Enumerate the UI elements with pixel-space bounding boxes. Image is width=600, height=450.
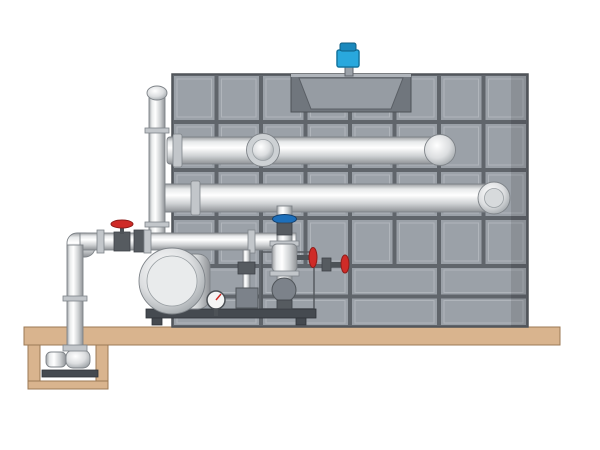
pipe-flange bbox=[172, 133, 183, 168]
sensor-cap bbox=[339, 42, 357, 52]
valve-stem bbox=[120, 225, 124, 234]
sump-pump-motor bbox=[45, 351, 67, 368]
pipe-flange-hub bbox=[252, 139, 274, 161]
pressure-reducing-valve bbox=[235, 249, 259, 309]
skid-foot-left bbox=[151, 317, 163, 326]
header-flange-3 bbox=[247, 229, 256, 254]
sump-pump-casing bbox=[65, 349, 91, 369]
level-sensor bbox=[336, 42, 360, 77]
gauge-stem bbox=[214, 309, 218, 316]
pressure-gauge bbox=[206, 290, 226, 316]
foundation-slab bbox=[23, 326, 561, 346]
header-isolation-valve bbox=[110, 219, 134, 252]
header-segment bbox=[79, 232, 297, 251]
tank-drain-valve bbox=[321, 254, 350, 274]
riser-segment bbox=[148, 92, 166, 239]
separator-vessel bbox=[138, 247, 211, 315]
foundation bbox=[23, 326, 561, 390]
sensor-body bbox=[336, 49, 360, 68]
drop-pipe-flange bbox=[62, 295, 88, 302]
suction-header bbox=[62, 219, 297, 352]
check-valve bbox=[133, 229, 146, 253]
gauge-needle bbox=[215, 293, 222, 301]
pump-volute bbox=[271, 277, 297, 303]
riser-top-cap bbox=[146, 85, 168, 101]
pipe-end-cap bbox=[424, 134, 456, 166]
pipe-end-cap-hub bbox=[484, 188, 504, 208]
tank-riser-pipe bbox=[144, 85, 170, 239]
upper-distribution-pipe bbox=[166, 133, 456, 168]
lower-distribution-pipe bbox=[149, 180, 511, 216]
discharge-riser bbox=[269, 205, 318, 310]
butterfly-valve-body bbox=[276, 222, 293, 236]
tank-side-shading bbox=[511, 74, 528, 327]
skid-base-frame bbox=[145, 308, 317, 319]
drain-stem bbox=[330, 262, 343, 267]
vessel-end-dish bbox=[146, 255, 198, 307]
basin-tray bbox=[298, 77, 404, 110]
skid-foot-right bbox=[295, 317, 307, 326]
blue-handwheel bbox=[272, 214, 297, 224]
prv-body bbox=[237, 261, 256, 275]
riser-flange-lower bbox=[144, 221, 170, 228]
roof-distribution-basin bbox=[290, 73, 412, 113]
pump-skid bbox=[138, 205, 350, 326]
booster-pump bbox=[235, 287, 259, 309]
red-handwheel bbox=[340, 254, 350, 274]
sump-pump bbox=[41, 349, 99, 378]
pit-floor bbox=[27, 380, 109, 390]
strainer-body bbox=[271, 243, 298, 273]
pipe-segment bbox=[166, 136, 441, 165]
sump-pit bbox=[27, 344, 109, 390]
pipe-flange bbox=[190, 180, 201, 216]
drop-pipe-foot-flange bbox=[62, 344, 88, 352]
red-handwheel bbox=[110, 219, 134, 229]
header-flange-1 bbox=[96, 229, 105, 254]
side-isolation-valve bbox=[297, 247, 318, 268]
riser-flange-upper bbox=[144, 127, 170, 134]
pump-outlet bbox=[276, 299, 293, 310]
valve-body bbox=[113, 231, 131, 252]
strainer-flange-bottom bbox=[269, 270, 300, 277]
sump-pump-baseplate bbox=[41, 369, 99, 378]
header-flange-2 bbox=[143, 229, 152, 254]
red-handwheel bbox=[308, 247, 318, 268]
pipe-segment bbox=[149, 183, 495, 213]
drain-fitting bbox=[321, 257, 332, 272]
valve-stem bbox=[297, 255, 311, 260]
